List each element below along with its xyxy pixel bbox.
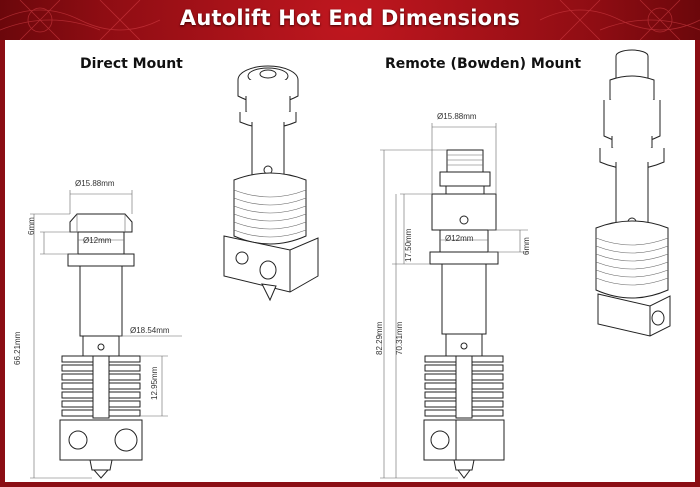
direct-top-dia-label: Ø15.88mm [75,179,115,188]
remote-groove-height-label: 6mm [522,237,531,255]
direct-mount-heading: Direct Mount [80,56,183,72]
remote-mount-heading: Remote (Bowden) Mount [385,56,582,72]
banner-web-pattern [0,0,700,40]
remote-groove-dia-label: Ø12mm [445,234,474,243]
page-title: Autolift Hot End Dimensions [179,6,521,30]
technical-drawing [30,49,671,479]
direct-iso-view [223,65,319,302]
direct-ortho-view [30,190,182,479]
drawing-panel: Direct Mount Remote (Bowden) Mount [5,40,695,482]
remote-upper-height-label: 17.50mm [404,228,413,262]
direct-sink-height-label: 12.95mm [150,366,159,400]
title-banner: Autolift Hot End Dimensions [0,0,700,40]
remote-iso-view [595,49,671,337]
direct-sink-dia-label: Ø18.54mm [130,326,170,335]
direct-groove-dia-label: Ø12mm [83,236,112,245]
remote-total-height-label: 82.29mm [375,321,384,355]
direct-groove-height-label: 6mm [27,217,36,235]
remote-top-dia-label: Ø15.88mm [437,112,477,121]
direct-total-height-label: 66.21mm [13,331,22,365]
remote-mid-height-label: 70.31mm [395,321,404,355]
remote-ortho-view [380,123,528,479]
